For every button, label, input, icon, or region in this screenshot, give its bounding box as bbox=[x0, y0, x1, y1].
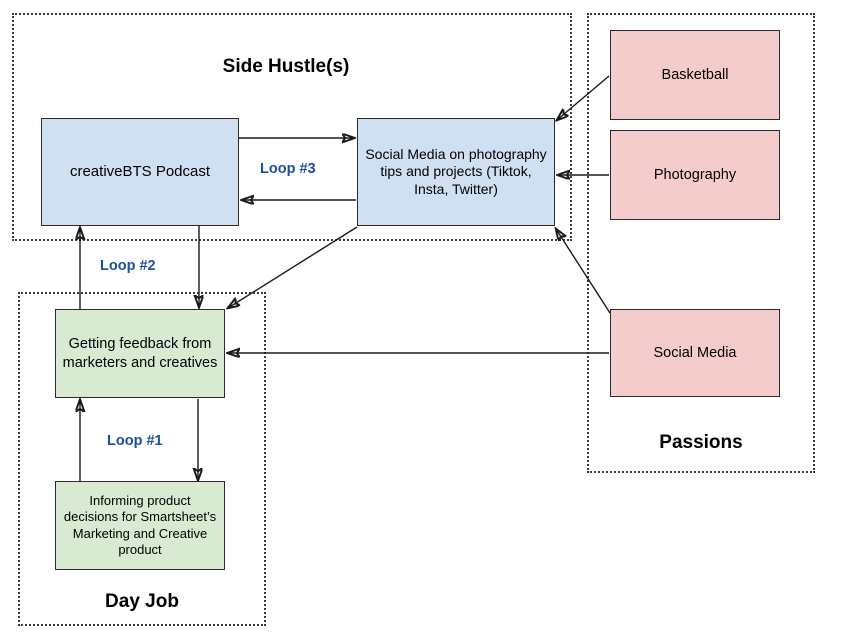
node-informing-product[interactable]: Informing product decisions for Smartshe… bbox=[55, 481, 225, 570]
loop-label-3: Loop #3 bbox=[260, 161, 316, 177]
node-getting-feedback[interactable]: Getting feedback from marketers and crea… bbox=[55, 309, 225, 398]
node-creativebts-podcast[interactable]: creativeBTS Podcast bbox=[41, 118, 239, 226]
group-title-passions: Passions bbox=[659, 432, 743, 453]
group-title-side-hustles: Side Hustle(s) bbox=[222, 56, 350, 77]
group-title-day-job: Day Job bbox=[105, 591, 179, 612]
group-day-job bbox=[18, 292, 266, 626]
loop-label-2: Loop #2 bbox=[100, 258, 156, 274]
loop-label-1: Loop #1 bbox=[107, 433, 163, 449]
node-photography[interactable]: Photography bbox=[610, 130, 780, 220]
node-social-media-passion[interactable]: Social Media bbox=[610, 309, 780, 397]
node-basketball[interactable]: Basketball bbox=[610, 30, 780, 120]
node-social-media-content[interactable]: Social Media on photography tips and pro… bbox=[357, 118, 555, 226]
